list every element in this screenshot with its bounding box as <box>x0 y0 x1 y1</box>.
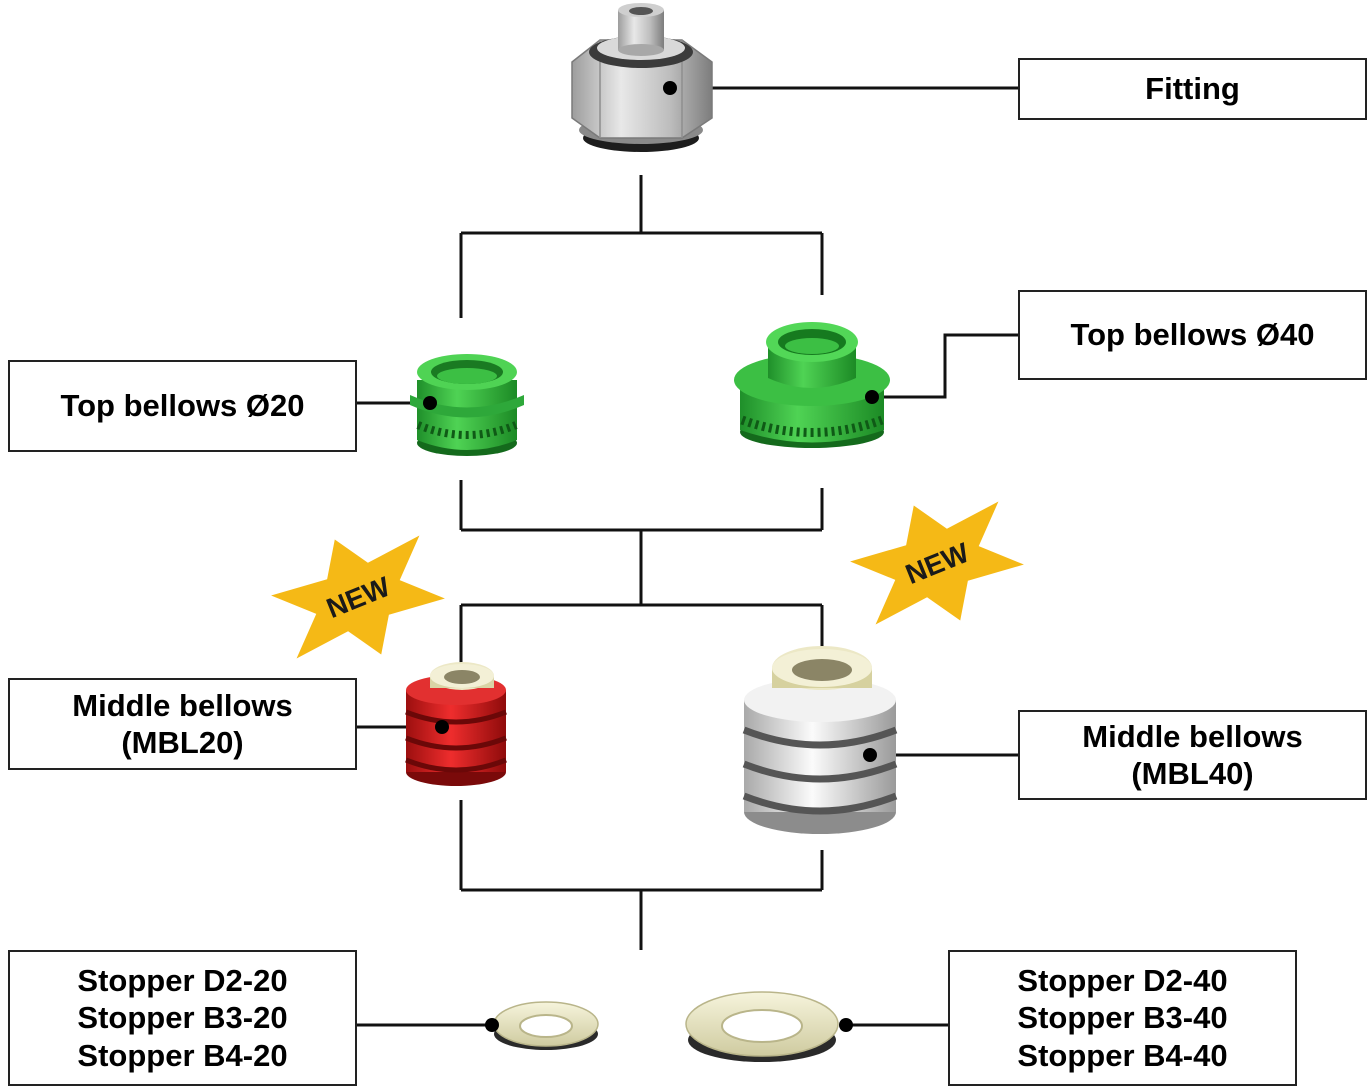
middle-bellows-20-label: Middle bellows (MBL20) <box>8 678 357 770</box>
top-bellows-20-part <box>410 354 524 456</box>
stopper-20-label: Stopper D2-20 Stopper B3-20 Stopper B4-2… <box>8 950 357 1086</box>
stopper-40-part <box>685 991 839 1062</box>
stopper-20-part <box>493 1001 599 1050</box>
stopper-40-label: Stopper D2-40 Stopper B3-40 Stopper B4-4… <box>948 950 1297 1086</box>
stopper-20-label-line1: Stopper D2-20 <box>77 963 288 999</box>
middle-bellows-40-label-line2: (MBL40) <box>1131 756 1254 791</box>
fitting-label: Fitting <box>1018 58 1367 120</box>
middle-bellows-20-label-line1: Middle bellows <box>72 687 293 723</box>
top-bellows-40-part <box>734 322 890 448</box>
stopper-40-label-line1: Stopper D2-40 <box>1017 963 1228 999</box>
middle-bellows-20-part <box>405 662 507 786</box>
middle-bellows-40-part <box>742 646 898 834</box>
stopper-20-label-line2: Stopper B3-20 <box>77 1000 288 1036</box>
top-bellows-40-label-text: Top bellows Ø40 <box>1070 317 1315 353</box>
connector-lines <box>357 86 1018 1027</box>
top-bellows-20-label: Top bellows Ø20 <box>8 360 357 452</box>
top-bellows-20-label-text: Top bellows Ø20 <box>60 388 305 424</box>
fitting-part <box>571 3 713 152</box>
new-badge-left: NEW <box>271 535 445 659</box>
stopper-40-label-line2: Stopper B3-40 <box>1017 1000 1228 1036</box>
new-badge-right: NEW <box>850 501 1024 625</box>
middle-bellows-20-label-line2: (MBL20) <box>121 725 244 760</box>
stopper-40-label-line3: Stopper B4-40 <box>1017 1037 1228 1073</box>
stopper-20-label-line3: Stopper B4-20 <box>77 1037 288 1073</box>
fitting-label-text: Fitting <box>1145 71 1240 107</box>
connector-dots <box>423 81 879 1032</box>
middle-bellows-40-label: Middle bellows (MBL40) <box>1018 710 1367 800</box>
top-bellows-40-label: Top bellows Ø40 <box>1018 290 1367 380</box>
middle-bellows-40-label-line1: Middle bellows <box>1082 718 1303 754</box>
